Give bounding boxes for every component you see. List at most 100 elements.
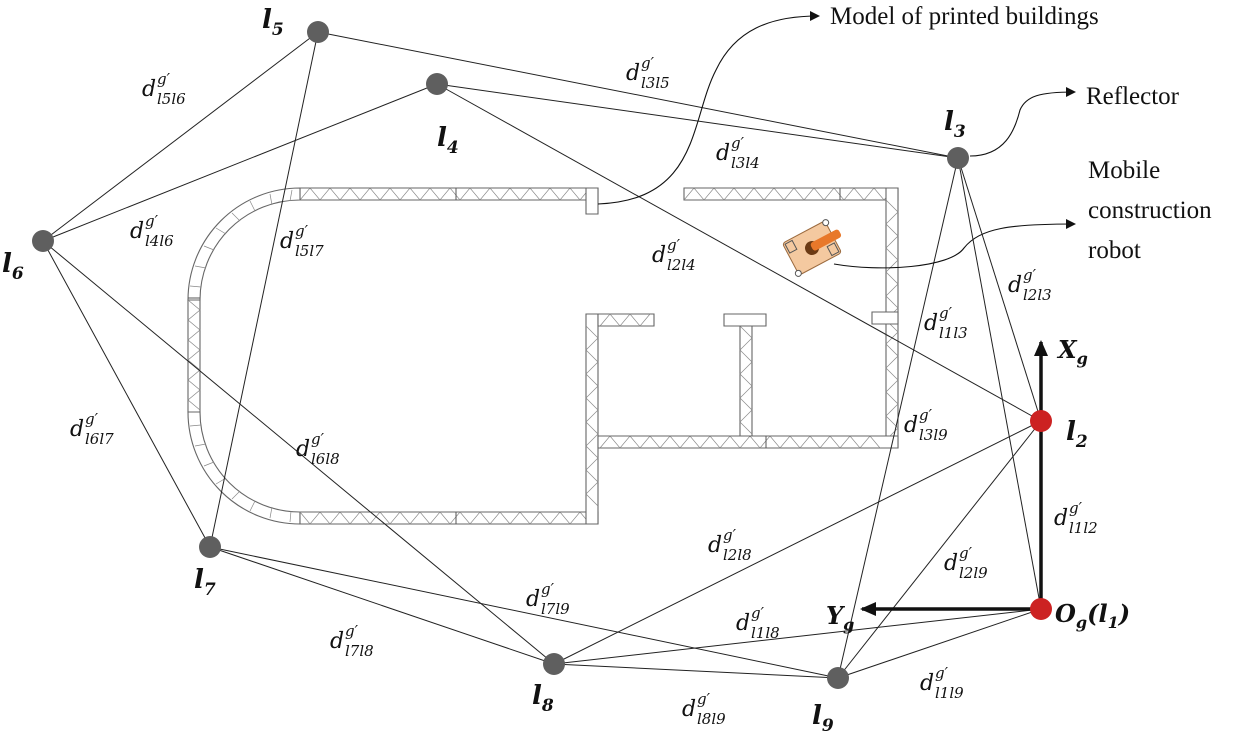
node-label-l6: l6 xyxy=(2,249,24,284)
distance-superscript: g′ xyxy=(295,222,309,240)
distance-subscript: l5l7 xyxy=(295,242,324,260)
distance-symbol: d xyxy=(142,77,156,102)
distance-superscript: g′ xyxy=(697,690,711,708)
axis-x-label: Xg xyxy=(1056,335,1088,368)
distance-superscript: g′ xyxy=(345,622,359,640)
distance-superscript: g′ xyxy=(919,406,933,424)
node-l8 xyxy=(543,653,565,675)
node-l4 xyxy=(426,73,448,95)
distance-subscript: l1l2 xyxy=(1069,519,1098,537)
distance-symbol: d xyxy=(330,629,344,654)
node-label-l5: l5 xyxy=(262,5,284,40)
distance-superscript: g′ xyxy=(145,212,159,230)
station-nodes xyxy=(32,21,1052,689)
node-label-l7: l7 xyxy=(194,565,216,600)
wall-curve-bottom xyxy=(187,411,301,525)
annotation-reflector: Reflector xyxy=(1086,83,1180,110)
node-l7 xyxy=(199,536,221,558)
distance-superscript: g′ xyxy=(541,580,555,598)
distance-symbol: d xyxy=(708,533,722,558)
node-label-l8: l8 xyxy=(532,681,554,716)
distance-superscript: g′ xyxy=(723,526,737,544)
distance-superscript: g′ xyxy=(939,304,953,322)
printed-building-model xyxy=(187,187,899,525)
node-l1 xyxy=(1030,598,1052,620)
distance-subscript: l1l8 xyxy=(751,624,780,642)
mobile-construction-robot xyxy=(782,219,842,277)
distance-symbol: d xyxy=(924,311,938,336)
distance-subscript: l5l6 xyxy=(157,90,186,108)
distance-subscript: l1l3 xyxy=(939,324,968,342)
distance-symbol: d xyxy=(904,413,918,438)
distance-superscript: g′ xyxy=(1023,266,1037,284)
node-label-l4: l4 xyxy=(437,123,459,158)
distance-symbol: d xyxy=(736,611,750,636)
annotation-robot-line1: Mobile xyxy=(1088,157,1160,184)
distance-subscript: l6l7 xyxy=(85,430,114,448)
annotation-robot-line3: robot xyxy=(1088,237,1141,264)
distance-superscript: g′ xyxy=(935,664,949,682)
distance-symbol: d xyxy=(526,587,540,612)
distance-symbol: d xyxy=(130,219,144,244)
distance-subscript: l7l8 xyxy=(345,642,374,660)
distance-superscript: g′ xyxy=(641,54,655,72)
distance-superscript: g′ xyxy=(157,70,171,88)
distance-superscript: g′ xyxy=(311,430,325,448)
wall-bottom-right xyxy=(597,435,899,449)
distance-subscript: l3l9 xyxy=(919,426,948,444)
distance-superscript: g′ xyxy=(731,134,745,152)
origin-label: Og(l1) xyxy=(1055,599,1130,632)
distance-symbol: d xyxy=(1008,273,1022,298)
distance-symbol: d xyxy=(682,697,696,722)
distance-subscript: l3l4 xyxy=(731,154,760,172)
distance-subscript: l2l4 xyxy=(667,256,696,274)
node-l2 xyxy=(1030,410,1052,432)
node-l3 xyxy=(947,147,969,169)
distance-superscript: g′ xyxy=(959,544,973,562)
distance-subscript: l7l9 xyxy=(541,600,570,618)
distance-subscript: l3l5 xyxy=(641,74,670,92)
distance-symbol: d xyxy=(296,437,310,462)
node-l5 xyxy=(307,21,329,43)
node-l9 xyxy=(827,667,849,689)
distance-edges xyxy=(42,31,1042,679)
distance-subscript: l1l9 xyxy=(935,684,964,702)
distance-superscript: g′ xyxy=(751,604,765,622)
distance-symbol: d xyxy=(920,671,934,696)
distance-subscript: l6l8 xyxy=(311,450,340,468)
annotation-model: Model of printed buildings xyxy=(830,3,1099,30)
node-label-l3: l3 xyxy=(944,107,966,142)
distance-subscript: l2l8 xyxy=(723,546,752,564)
distance-superscript: g′ xyxy=(1069,499,1083,517)
node-l6 xyxy=(32,230,54,252)
distance-subscript: l2l9 xyxy=(959,564,988,582)
distance-symbol: d xyxy=(652,243,666,268)
distance-subscript: l8l9 xyxy=(697,710,726,728)
node-label-l9: l9 xyxy=(812,701,834,734)
distance-superscript: g′ xyxy=(667,236,681,254)
node-label-l2: l2 xyxy=(1066,417,1088,452)
distance-symbol: d xyxy=(70,417,84,442)
distance-superscript: g′ xyxy=(85,410,99,428)
